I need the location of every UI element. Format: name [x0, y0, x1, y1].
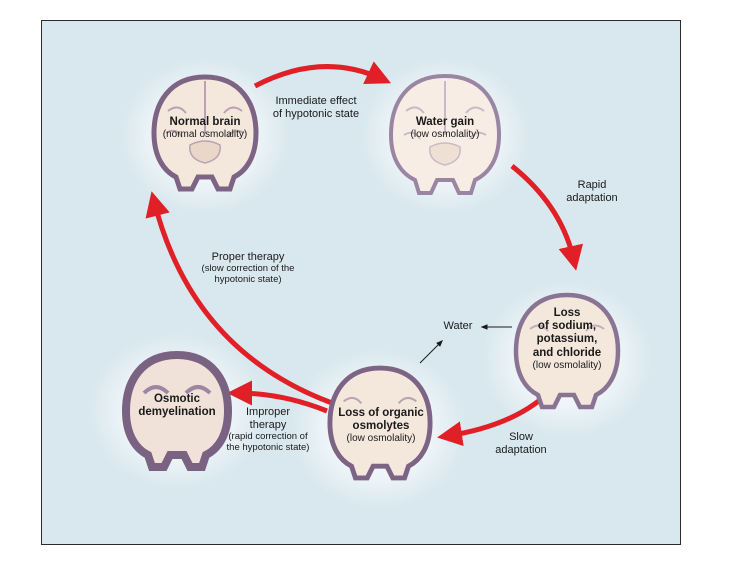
loss-ions-line2: of sodium, [537, 320, 597, 333]
normal-brain-label: Normal brain (normal osmolality) [138, 116, 272, 141]
proper-therapy-note: Proper therapy (slow correction of the h… [176, 251, 320, 286]
brain-loss-ions-icon [513, 292, 621, 410]
arrow-rapid [510, 164, 584, 271]
improper-main1: Improper [245, 406, 291, 418]
arrow-improper [227, 380, 328, 414]
arrow-proper [145, 191, 333, 406]
loss-ions-label: Loss of sodium, potassium, and chloride … [500, 307, 634, 371]
loss-ions-line1: Loss [553, 307, 581, 319]
rapid-line1: Rapid [577, 179, 607, 191]
slow-line2: adaptation [495, 444, 547, 457]
immediate-effect-note: Immediate effect of hypotonic state [256, 95, 376, 121]
water-text: Water [443, 320, 473, 332]
brain-demyelination-icon [121, 351, 233, 471]
brain-normal-icon [151, 74, 259, 192]
loss-ions-line3: potassium, [536, 333, 598, 346]
improper-therapy-note: Improper therapy (rapid correction of th… [206, 406, 330, 454]
immediate-line2: of hypotonic state [272, 108, 360, 121]
loss-osmolytes-label: Loss of organic osmolytes (low osmolalit… [314, 407, 448, 445]
slow-adaptation-note: Slow adaptation [476, 431, 566, 457]
rapid-line2: adaptation [566, 192, 618, 205]
rapid-adaptation-note: Rapid adaptation [552, 179, 632, 205]
water-gain-sub: (low osmolality) [410, 129, 480, 141]
water-label: Water [438, 320, 478, 333]
loss-osmolytes-sub: (low osmolality) [346, 433, 416, 445]
improper-main2: therapy [249, 419, 287, 432]
slow-line1: Slow [509, 431, 533, 443]
water-gain-title: Water gain [415, 116, 475, 128]
normal-brain-title: Normal brain [169, 116, 241, 128]
immediate-line1: Immediate effect [275, 95, 357, 107]
water-gain-label: Water gain (low osmolality) [378, 116, 512, 141]
arrow-immediate [253, 61, 392, 89]
brain-water-gain-icon [388, 73, 502, 195]
loss-osmolytes-line2: osmolytes [352, 420, 410, 433]
loss-ions-line4: and chloride [532, 346, 602, 359]
loss-ions-sub: (low osmolality) [532, 359, 602, 371]
proper-detail1: (slow correction of the [201, 263, 295, 275]
demyelination-line1: Osmotic [153, 393, 200, 405]
demyelination-line2: demyelination [138, 406, 216, 419]
improper-detail1: (rapid correction of [228, 431, 308, 443]
normal-brain-sub: (normal osmolality) [162, 129, 248, 141]
proper-main: Proper therapy [211, 251, 285, 263]
improper-detail2: the hypotonic state) [226, 442, 310, 454]
diagram-panel: Normal brain (normal osmolality) Water g… [41, 20, 681, 545]
loss-osmolytes-line1: Loss of organic [338, 407, 424, 419]
demyelination-label: Osmotic demyelination [110, 393, 244, 419]
water-arrow-diag [419, 340, 443, 364]
brain-loss-osmolytes-icon [327, 365, 433, 481]
proper-detail2: hypotonic state) [214, 274, 282, 286]
